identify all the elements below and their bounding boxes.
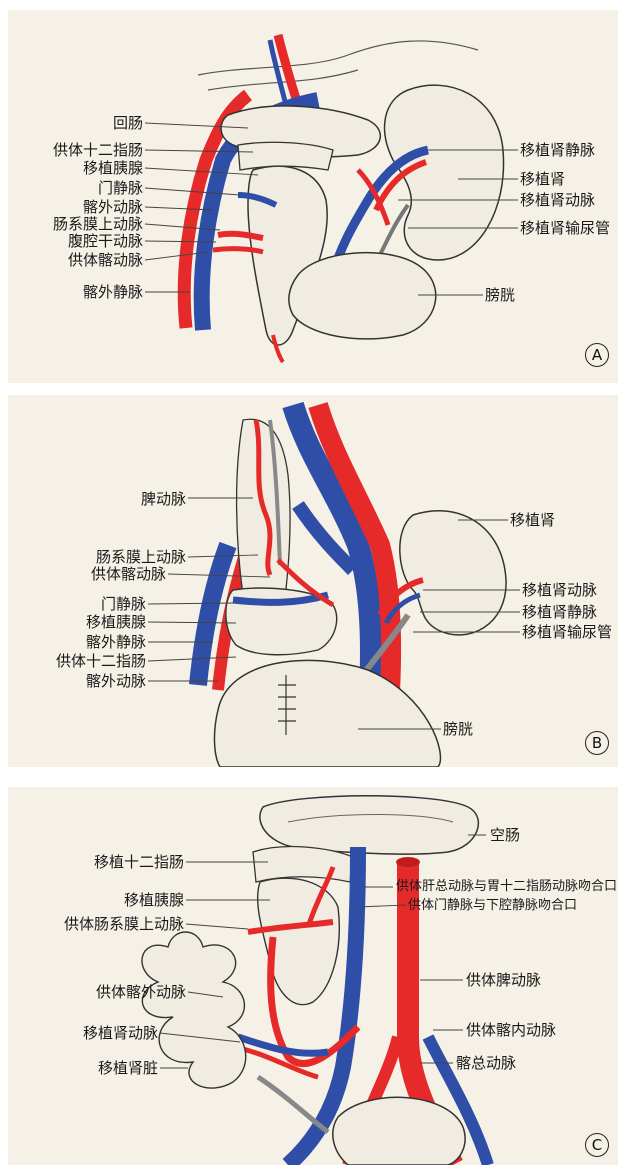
- panel-b: 脾动脉 肠系膜上动脉 供体髂动脉 门静脉 移植胰腺 髂外静脉 供体十二指肠 髂外…: [8, 395, 618, 767]
- label-graft-kidney: 移植肾脏: [28, 1059, 158, 1077]
- panel-c: 空肠 移植十二指肠 移植胰腺 供体肠系膜上动脉 供体髂外动脉 移植肾动脉 移植肾…: [8, 787, 618, 1165]
- label-external-iliac-vein: 髂外静脉: [46, 633, 146, 651]
- label-superior-mesenteric-artery: 肠系膜上动脉: [15, 215, 143, 233]
- label-jejunum: 空肠: [490, 826, 520, 844]
- panel-badge-b: B: [585, 731, 609, 755]
- label-donor-duodenum: 供体十二指肠: [25, 141, 143, 159]
- label-external-iliac-artery: 髂外动脉: [45, 198, 143, 216]
- label-graft-renal-artery: 移植肾动脉: [522, 581, 597, 599]
- label-graft-renal-artery: 移植肾动脉: [520, 191, 595, 209]
- label-graft-pancreas: 移植胰腺: [46, 613, 146, 631]
- label-portal-caval-anastomosis: 供体门静脉与下腔静脉吻合口: [408, 898, 577, 914]
- label-bladder: 膀胱: [485, 286, 515, 304]
- panel-badge-c: C: [585, 1133, 609, 1157]
- label-graft-pancreas: 移植胰腺: [45, 159, 143, 177]
- label-celiac-trunk: 腹腔干动脉: [25, 232, 143, 250]
- label-graft-ureter: 移植肾输尿管: [520, 219, 610, 237]
- label-graft-kidney: 移植肾: [510, 511, 555, 529]
- label-donor-splenic-artery: 供体脾动脉: [466, 971, 541, 989]
- label-donor-internal-iliac-artery: 供体髂内动脉: [466, 1021, 556, 1039]
- label-superior-mesenteric-artery: 肠系膜上动脉: [56, 548, 186, 566]
- label-graft-ureter: 移植肾输尿管: [522, 623, 612, 641]
- label-portal-vein: 门静脉: [46, 595, 146, 613]
- label-donor-superior-mesenteric-artery: 供体肠系膜上动脉: [12, 915, 184, 933]
- label-graft-pancreas: 移植胰腺: [66, 891, 184, 909]
- label-donor-iliac-artery: 供体髂动脉: [46, 565, 166, 583]
- panel-badge-a: A: [585, 343, 609, 367]
- label-hepatic-gastroduodenal-anastomosis: 供体肝总动脉与胃十二指肠动脉吻合口: [396, 879, 617, 895]
- panel-a: 回肠 供体十二指肠 移植胰腺 门静脉 髂外动脉 肠系膜上动脉 腹腔干动脉 供体髂…: [8, 10, 618, 383]
- label-bladder: 膀胱: [443, 720, 473, 738]
- label-common-iliac-artery: 髂总动脉: [456, 1054, 516, 1072]
- label-donor-duodenum: 供体十二指肠: [26, 652, 146, 670]
- label-external-iliac-artery: 髂外动脉: [46, 672, 146, 690]
- label-external-iliac-vein: 髂外静脉: [45, 283, 143, 301]
- label-graft-kidney: 移植肾: [520, 170, 565, 188]
- label-donor-external-iliac-artery: 供体髂外动脉: [12, 983, 186, 1001]
- label-donor-iliac-artery: 供体髂动脉: [25, 251, 143, 269]
- label-splenic-artery: 脾动脉: [86, 490, 186, 508]
- label-portal-vein: 门静脉: [45, 179, 143, 197]
- label-graft-duodenum: 移植十二指肠: [56, 853, 184, 871]
- label-graft-renal-vein: 移植肾静脉: [522, 603, 597, 621]
- label-ileum: 回肠: [45, 114, 143, 132]
- label-graft-renal-artery: 移植肾动脉: [28, 1024, 158, 1042]
- label-graft-renal-vein: 移植肾静脉: [520, 141, 595, 159]
